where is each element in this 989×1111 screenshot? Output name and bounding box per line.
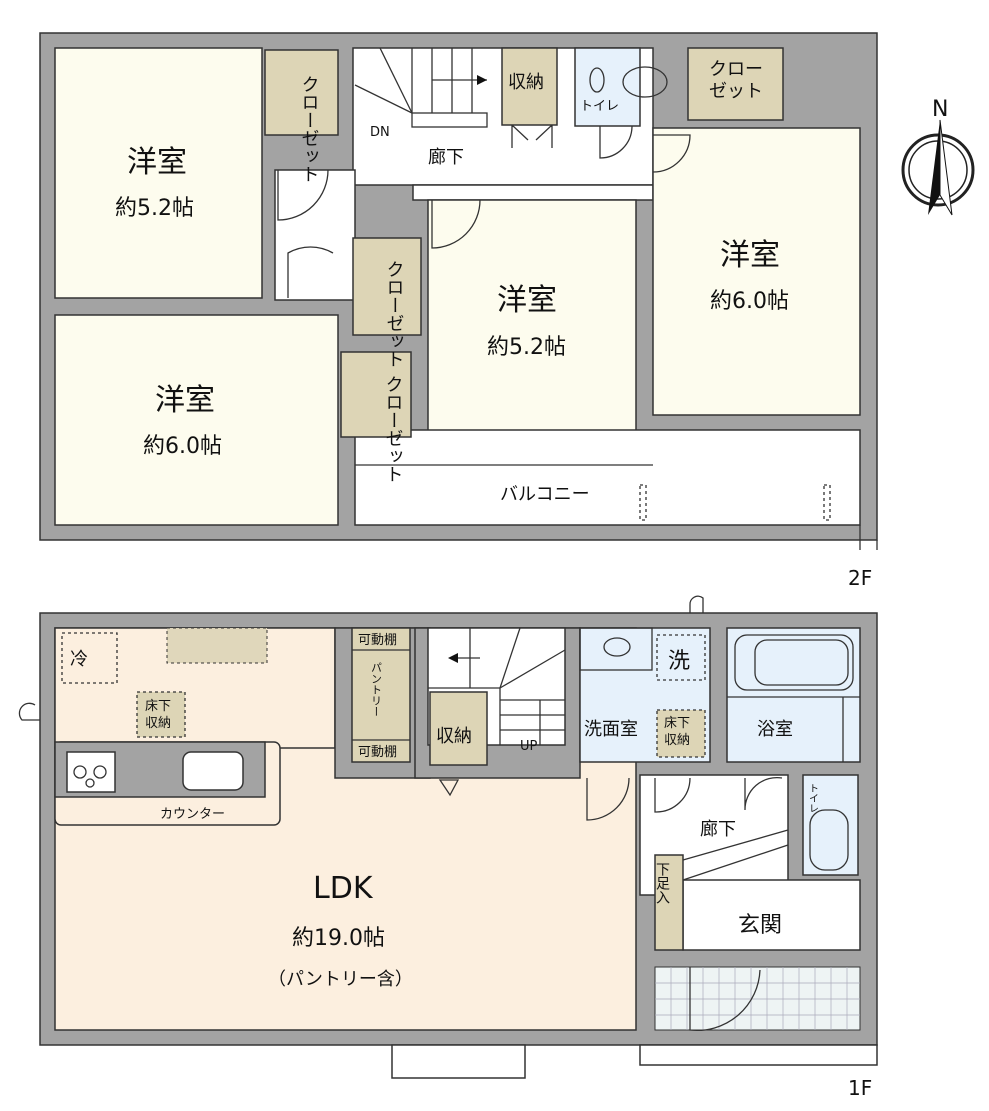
closet-label: クロー [709,59,763,80]
room-size: 約5.2帖 [115,196,194,221]
door-icon [431,199,481,249]
balcony-label: バルコニー [500,484,590,505]
bath-label: 浴室 [757,719,793,740]
stove-icon [66,751,116,793]
underfloor-label: 床下 [145,699,171,714]
door-icon [287,246,334,298]
storage-label: 収納 [508,72,544,93]
room-size: 約6.0帖 [710,289,789,314]
toilet-fixture-icon [809,809,849,871]
closet-1 [264,49,339,136]
room-size: 約5.2帖 [487,335,566,360]
compass-label: N [932,97,948,122]
pantry-label: パントリー [370,662,383,717]
entrance-label: 玄関 [738,913,782,938]
room-western-4 [652,127,861,416]
room-size: 約6.0帖 [143,434,222,459]
door-icon [744,776,783,811]
storage-2f [501,47,558,126]
closet-4 [687,47,784,121]
toilet-label: トイレ [807,783,819,813]
fridge-space [61,632,118,684]
counter-label: カウンター [160,807,225,822]
sink-icon [182,751,244,791]
bathtub-icon [734,634,854,691]
closet-label: ゼット [709,81,763,102]
hallway-label: 廊下 [700,819,736,840]
washroom-label: 洗面室 [584,719,638,740]
hallway-2f-side [274,169,356,301]
toilet-2f [574,47,641,127]
ldk-name: LDK [313,871,374,906]
deck-step [391,1044,526,1079]
storage-1f [429,691,488,766]
door-icon [586,777,630,821]
entrance [682,879,861,951]
toilet-fixture-icon [622,66,668,98]
fridge-label: 冷 [70,649,88,670]
room-name: 洋室 [155,383,215,418]
stairs-direction: DN [370,125,390,140]
floor-label-1f: 1F [848,1076,872,1100]
washbasin-icon [603,637,631,657]
toilet-label: トイレ [580,99,619,114]
underfloor-label: 収納 [664,733,690,748]
underfloor-label: 床下 [664,716,690,731]
underfloor-label: 収納 [145,716,171,731]
floor-label-2f: 2F [848,566,872,590]
room-name: 洋室 [720,238,780,273]
closet-2 [352,237,422,336]
closet-label: クローゼット [384,260,405,368]
shoe-cabinet [654,854,684,951]
shelf-label: 可動棚 [358,633,397,648]
hallway-label: 廊下 [428,147,464,168]
room-name: 洋室 [497,283,557,318]
room-name: 洋室 [127,145,187,180]
closet-label: クローゼット [383,375,404,483]
door-icon [652,134,691,173]
floor-2f: N 洋室 約5.2帖 洋室 約6.0帖 洋室 約5.2帖 洋室 約6.0帖 クロ… [39,32,975,590]
shoe-label: 下足入 [654,862,670,904]
bathroom [726,627,861,763]
toilet-1f [802,774,859,876]
stairs-direction: UP [520,739,538,754]
north-compass: N [901,97,975,216]
closet-3 [340,351,412,438]
stairs-2f [354,47,488,128]
entrance-tiles [654,966,861,1031]
door-icon [654,777,691,813]
room-western-2 [54,314,339,526]
ldk-note: （パントリー含） [268,969,413,990]
floor-1f: 冷 床下 収納 カウンター 可動棚 パントリー 可動棚 収納 UP LDK 約1… [18,595,878,1100]
ldk-size: 約19.0帖 [292,926,385,951]
room-western-3 [427,199,637,448]
closet-label: クローゼット [299,75,320,183]
underfloor-storage [136,691,186,738]
room-western-1 [54,47,263,299]
door-icon [599,125,633,159]
shelf-label: 可動棚 [358,745,397,760]
washer-space [656,634,706,681]
balcony [354,429,861,526]
door-icon [277,169,329,221]
washer-label: 洗 [668,649,690,674]
storage-label: 収納 [436,726,472,747]
